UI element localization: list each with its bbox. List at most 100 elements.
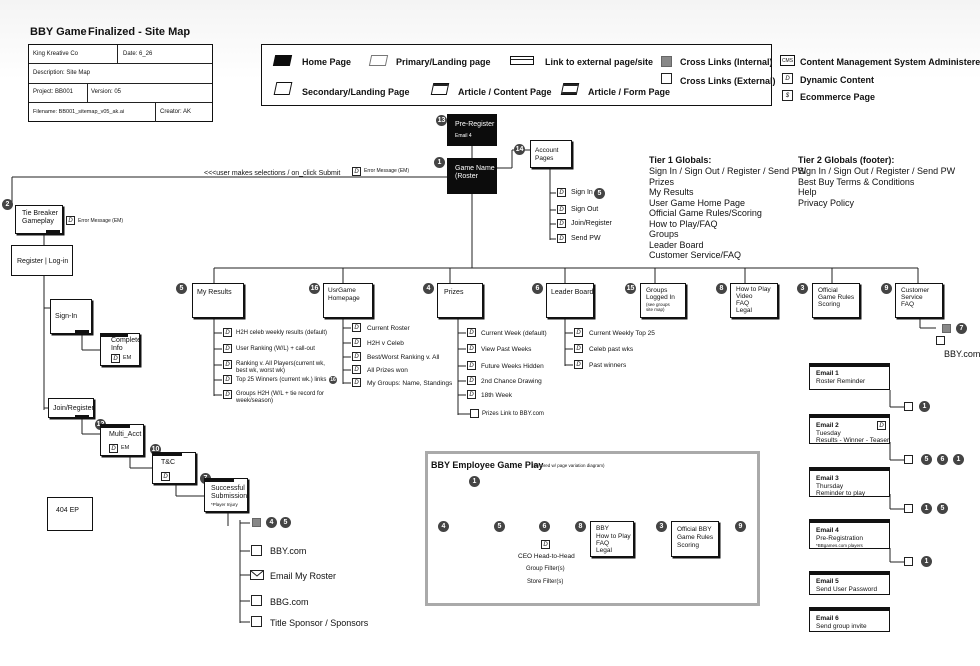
envelope-icon: [250, 570, 264, 580]
emp-group-filter: Group Filter(s): [526, 566, 565, 572]
emp-official-rules-node[interactable]: Official BBY Game Rules Scoring: [671, 521, 719, 557]
account-pages-node[interactable]: Account Pages: [530, 140, 572, 168]
official-rules-node[interactable]: Official Game Rules Scoring: [812, 283, 860, 318]
link-bby[interactable]: BBY.com: [270, 546, 307, 556]
node-number-4: 4: [266, 517, 277, 528]
dynamic-icon: D: [467, 390, 476, 399]
dynamic-icon: D: [352, 167, 361, 176]
dynamic-icon: D: [223, 360, 232, 369]
node-number-4: 4: [423, 283, 434, 294]
complete-info-node[interactable]: Complete Info D EM: [100, 333, 141, 366]
email-5-node[interactable]: Email 5 Send User Password: [809, 571, 890, 595]
customer-service-node[interactable]: Customer Service FAQ: [895, 283, 943, 318]
register-login-node[interactable]: Register | Log-in: [11, 245, 73, 276]
prizes-bby-link[interactable]: Prizes Link to BBY.com: [482, 411, 544, 417]
tier1-item: My Results: [649, 187, 694, 197]
email-3-node[interactable]: Email 3 Thursday Reminder to play: [809, 467, 890, 497]
selections-note: <<<user makes selections / on_click Subm…: [204, 170, 341, 177]
app-name: BBY Game: [30, 26, 87, 38]
email-2-node[interactable]: Email 2 Tuesday Results - Winner - Tease…: [809, 414, 890, 444]
account-join-register[interactable]: Join/Register: [571, 220, 612, 227]
leader-board-node[interactable]: Leader Board: [546, 283, 594, 318]
cross-external-glyph: [661, 73, 672, 84]
page-title: Finalized - Site Map: [88, 26, 191, 38]
dynamic-icon: D: [541, 540, 550, 549]
dynamic-icon: D: [223, 390, 232, 399]
node-number-8: 8: [716, 283, 727, 294]
emp-store-filter: Store Filter(s): [527, 579, 564, 585]
secondary-page-glyph: [273, 82, 293, 95]
emp-how-to-play-node[interactable]: BBY How to Play FAQ Legal: [590, 521, 634, 557]
dynamic-icon: D: [352, 323, 361, 332]
emp-ceo-h2h: CEO Head-to-Head: [518, 553, 575, 560]
tier1-title: Tier 1 Globals:: [649, 155, 712, 165]
legend-secondary: Secondary/Landing Page: [302, 87, 410, 97]
error-404-node[interactable]: 404 EP: [47, 497, 93, 531]
my-results-node[interactable]: My Results: [192, 283, 244, 318]
crosslink-external-square: [251, 616, 262, 627]
pre-register-page[interactable]: Pre-Register Email 4: [447, 114, 497, 146]
node-number-16: 16: [329, 376, 337, 384]
description-label: Description: Site Map: [33, 70, 91, 76]
account-sign-out[interactable]: Sign Out: [571, 206, 599, 213]
dynamic-icon: D: [352, 378, 361, 387]
legend-cms: Content Management System Administered: [800, 57, 980, 67]
employee-title: BBY Employee Game Play: [431, 460, 544, 470]
tie-breaker-node[interactable]: Tie Breaker Gameplay: [15, 205, 63, 234]
leader-item: Past winners: [589, 362, 627, 369]
account-sign-in[interactable]: Sign In: [571, 189, 593, 196]
dynamic-icon: D: [557, 219, 566, 228]
game-name-roster-page[interactable]: Game Name (Roster: [447, 158, 497, 194]
multi-acct-node[interactable]: Multi_Acct D EM: [100, 424, 144, 456]
dynamic-content-glyph: D: [782, 73, 793, 84]
external-link-glyph: [510, 56, 534, 65]
how-to-play-node[interactable]: How to Play Video FAQ Legal: [730, 283, 778, 318]
node-number-5: 5: [594, 188, 605, 199]
usrgame-item: H2H v Celeb: [367, 340, 404, 347]
join-register-node[interactable]: Join/Register: [48, 398, 94, 418]
emp-node-1: 1: [469, 476, 480, 487]
email-1-node[interactable]: Email 1 Roster Reminder: [809, 363, 890, 390]
successful-submission-node[interactable]: Successful Submission *Player Injury: [204, 478, 248, 512]
node-number-1: 1: [434, 157, 445, 168]
tier1-item: Groups: [649, 229, 679, 239]
email-4-node[interactable]: Email 4 Pre-Registration *BBgames.com pl…: [809, 519, 890, 549]
prizes-item: View Past Weeks: [481, 346, 532, 353]
prizes-node[interactable]: Prizes: [437, 283, 483, 318]
dynamic-icon: D: [877, 421, 886, 430]
tier1-item: Prizes: [649, 176, 675, 187]
tier2-item: Privacy Policy: [798, 197, 855, 208]
project-label: Project: BB001: [33, 89, 74, 95]
usrgame-homepage-node[interactable]: UsrGame Homepage: [323, 283, 373, 318]
dynamic-icon: D: [352, 365, 361, 374]
dynamic-icon: D: [223, 375, 232, 384]
emp-node-3: 3: [656, 521, 667, 532]
version-label: Version: 05: [91, 89, 122, 95]
link-sponsors[interactable]: Title Sponsor / Sponsors: [270, 618, 369, 628]
email-1-ref: 1: [919, 401, 930, 412]
date-label: Date: 6_26: [123, 51, 153, 57]
link-bbg[interactable]: BBG.com: [270, 597, 309, 607]
link-email-roster[interactable]: Email My Roster: [270, 571, 337, 581]
account-send-pw[interactable]: Send PW: [571, 235, 601, 242]
email-3-ref-1: 1: [921, 503, 932, 514]
node-number-5: 5: [280, 517, 291, 528]
filename-label: Filename: BB001_sitemap_v05_ak.ai: [33, 109, 125, 115]
tc-node[interactable]: T&C D: [152, 452, 196, 484]
groups-node[interactable]: Groups Logged In (see groups site map): [640, 283, 686, 318]
prizes-item: 2nd Chance Drawing: [481, 378, 542, 385]
sign-in-node[interactable]: Sign-In: [50, 299, 92, 334]
node-number-5: 5: [176, 283, 187, 294]
service-bby-link[interactable]: BBY.com: [944, 349, 980, 359]
dynamic-icon: D: [467, 376, 476, 385]
usrgame-item: Best/Worst Ranking v. All: [367, 354, 440, 361]
email-6-node[interactable]: Email 6 Send group invite: [809, 607, 890, 632]
node-number-15: 15: [625, 283, 636, 294]
dynamic-icon: D: [574, 328, 583, 337]
tier2-item: Sign In / Sign Out / Register / Send PW: [798, 166, 956, 176]
legend-external: Link to external page/site: [545, 57, 654, 67]
primary-page-glyph: [368, 55, 389, 66]
tier1-list: Sign In / Sign Out / Register / Send PW …: [649, 166, 806, 261]
prizes-item: Future Weeks Hidden: [481, 363, 544, 370]
